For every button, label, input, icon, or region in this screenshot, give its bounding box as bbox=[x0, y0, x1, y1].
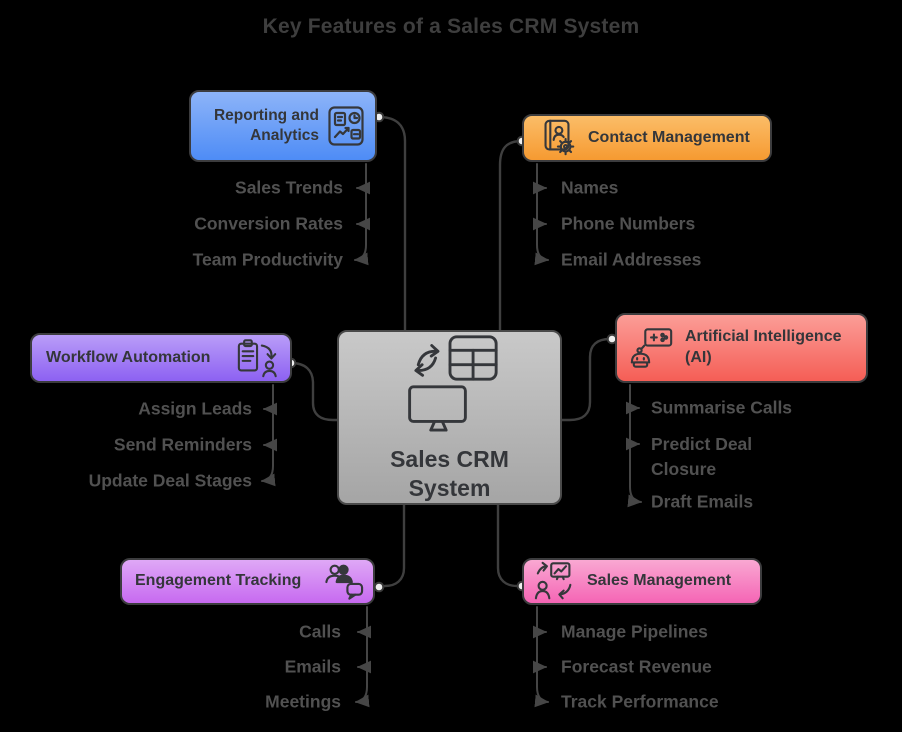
connector-engagement bbox=[379, 502, 406, 589]
leaf-draft-emails: Draft Emails bbox=[651, 491, 754, 512]
leaf-track-performance: Track Performance bbox=[561, 691, 719, 712]
leaf-calls: Calls bbox=[299, 621, 341, 642]
connector-reporting bbox=[377, 115, 407, 335]
connector-sales bbox=[496, 502, 522, 588]
branch-node-artificial-intelligence: Artificial Intelligence (AI) bbox=[615, 313, 868, 383]
center-node-label: Sales CRM System bbox=[390, 445, 509, 501]
leaf-update-deal-stages: Update Deal Stages bbox=[88, 470, 252, 491]
leaf-forecast-revenue: Forecast Revenue bbox=[561, 656, 712, 677]
branch-label: Artificial Intelligence (AI) bbox=[685, 328, 842, 366]
leaf-email-addresses: Email Addresses bbox=[561, 249, 702, 270]
branch-node-contact-management: Contact Management bbox=[522, 114, 772, 162]
leaf-assign-leads: Assign Leads bbox=[138, 398, 252, 419]
branch-node-sales-management: Sales Management bbox=[522, 558, 762, 605]
leaf-team-productivity: Team Productivity bbox=[192, 249, 343, 270]
page-title: Key Features of a Sales CRM System bbox=[262, 15, 640, 38]
leaf-summarise-calls: Summarise Calls bbox=[651, 397, 793, 418]
branch-label: Contact Management bbox=[588, 128, 750, 146]
task-list-automation-icon bbox=[236, 336, 280, 380]
leaf-send-reminders: Send Reminders bbox=[113, 434, 252, 455]
leaf-names: Names bbox=[561, 177, 619, 198]
connector-dot bbox=[373, 581, 385, 593]
leaf-manage-pipelines: Manage Pipelines bbox=[561, 621, 708, 642]
sales-flow-icon bbox=[534, 560, 578, 604]
branch-label: Workflow Automation bbox=[46, 348, 211, 366]
center-node-sales-crm-system: Sales CRM System bbox=[337, 330, 562, 505]
contact-book-gear-icon bbox=[536, 117, 578, 159]
branch-node-reporting-analytics: Reporting and Analytics bbox=[189, 90, 377, 162]
crm-system-icon bbox=[392, 333, 508, 433]
branch-node-engagement-tracking: Engagement Tracking bbox=[120, 558, 375, 605]
branch-label: Sales Management bbox=[587, 572, 732, 590]
leaf-conversion-rates: Conversion Rates bbox=[194, 213, 343, 234]
branch-node-workflow-automation: Workflow Automation bbox=[30, 333, 292, 383]
leaf-emails: Emails bbox=[284, 656, 341, 677]
leaf-sales-trends: Sales Trends bbox=[235, 177, 343, 198]
connector-contact bbox=[498, 139, 524, 335]
robot-ai-icon bbox=[629, 326, 675, 370]
connector-ai bbox=[559, 337, 612, 422]
report-analytics-icon bbox=[327, 105, 365, 147]
leaf-predict-deal-closure: Predict Deal Closure bbox=[651, 434, 753, 479]
leaf-phone-numbers: Phone Numbers bbox=[561, 213, 696, 234]
branch-label: Engagement Tracking bbox=[135, 572, 302, 590]
connector-workflow bbox=[289, 361, 340, 422]
branch-label: Reporting and Analytics bbox=[213, 106, 319, 144]
people-chat-icon bbox=[322, 562, 365, 602]
leaf-meetings: Meetings bbox=[265, 691, 341, 712]
